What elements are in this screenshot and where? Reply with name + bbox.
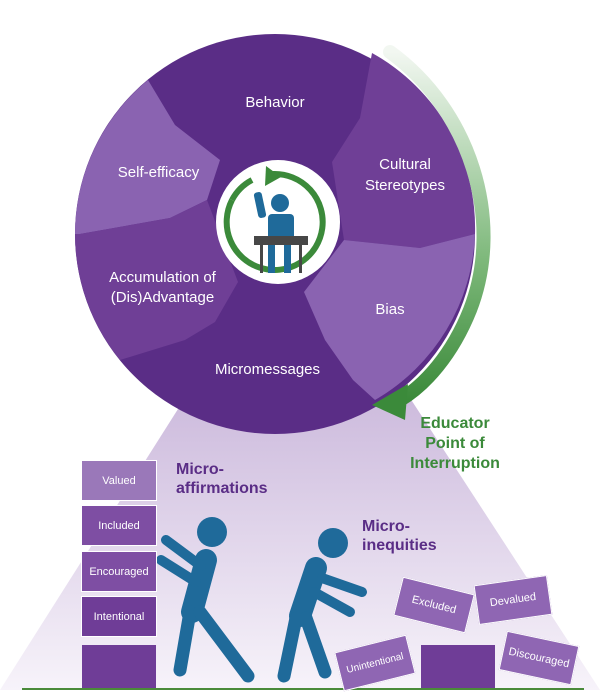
wheel-segment-accumulation bbox=[75, 200, 238, 360]
affirmation-box-valued: Valued bbox=[81, 460, 157, 501]
person-pushing-icon bbox=[156, 517, 255, 683]
micro-inequities-heading-2: inequities bbox=[362, 537, 437, 554]
wheel-label-bias: Bias bbox=[375, 301, 405, 318]
affirmation-box-encouraged: Encouraged bbox=[81, 551, 157, 592]
interruption-label-line-2: Point of bbox=[425, 435, 485, 452]
wheel-segment-self-efficacy bbox=[75, 80, 220, 234]
fallen-base-block bbox=[421, 645, 495, 688]
wheel-segment-cultural-stereotypes bbox=[332, 53, 476, 248]
micro-inequities-heading-1: Micro- bbox=[362, 518, 410, 535]
interruption-label-line-3: Interruption bbox=[410, 455, 500, 472]
person-stumbling-icon bbox=[277, 528, 367, 683]
affirmation-box-included: Included bbox=[81, 505, 157, 546]
micro-affirmations-heading-2: affirmations bbox=[176, 480, 268, 497]
wheel-segment-bias bbox=[304, 234, 475, 400]
wheel-label-self-efficacy: Self-efficacy bbox=[117, 164, 200, 181]
wheel-label-micromessages: Micromessages bbox=[214, 361, 321, 378]
interruption-arrow-icon bbox=[372, 45, 491, 420]
interruption-label-line-1: Educator bbox=[420, 415, 490, 432]
wheel-label-accumulation-2: (Dis)Advantage bbox=[110, 289, 215, 306]
stack-base-block bbox=[82, 645, 156, 688]
wheel-label-cultural-stereotypes-1: Cultural bbox=[379, 156, 431, 173]
wheel-label-behavior: Behavior bbox=[245, 94, 305, 111]
affirmation-box-intentional: Intentional bbox=[81, 596, 157, 637]
wheel-label-accumulation-1: Accumulation of bbox=[109, 269, 216, 286]
micro-affirmations-heading-1: Micro- bbox=[176, 461, 224, 478]
wheel-label-cultural-stereotypes-2: Stereotypes bbox=[364, 177, 446, 194]
student-raising-hand-icon bbox=[216, 160, 340, 284]
